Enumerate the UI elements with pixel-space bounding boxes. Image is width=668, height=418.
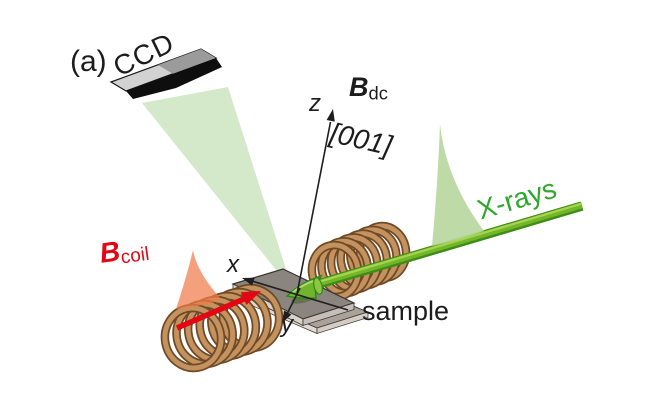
xray-pulse xyxy=(432,124,484,246)
ccd-detector xyxy=(109,48,222,99)
bdc-subscript: dc xyxy=(368,82,388,104)
xray-beam-shaft-highlight xyxy=(312,202,583,285)
bcoil-label: Bcoil xyxy=(98,232,151,271)
x-axis-label: x xyxy=(227,251,239,278)
xray-beam xyxy=(285,201,584,299)
bcoil-symbol: B xyxy=(97,235,122,269)
bdc-symbol: B xyxy=(349,72,369,102)
axes xyxy=(242,109,349,323)
coil-ring xyxy=(160,303,226,373)
coil-field-pulse xyxy=(176,250,222,309)
bdc-label: Bdc xyxy=(349,73,388,103)
panel-label: (a) xyxy=(70,45,107,78)
axis-x xyxy=(242,277,349,311)
ccd-top-face-shaded xyxy=(158,49,216,74)
right-coil xyxy=(307,221,411,302)
diffracted-beam-cone xyxy=(142,87,293,291)
ccd-underside xyxy=(126,58,222,99)
y-axis-label: y xyxy=(281,311,293,338)
left-coil xyxy=(160,283,284,373)
xray-beam-shaft-core xyxy=(311,202,583,289)
xray-beam-arrowhead-curl xyxy=(313,277,323,295)
xray-beam-arrowhead-highlight xyxy=(291,280,314,294)
sample-label: sample xyxy=(362,296,450,326)
z-axis-label: z xyxy=(309,90,321,117)
bcoil-arrow xyxy=(175,291,261,331)
bcoil-subscript: coil xyxy=(119,243,151,269)
axis-y xyxy=(282,287,301,323)
axis-z xyxy=(296,109,335,295)
